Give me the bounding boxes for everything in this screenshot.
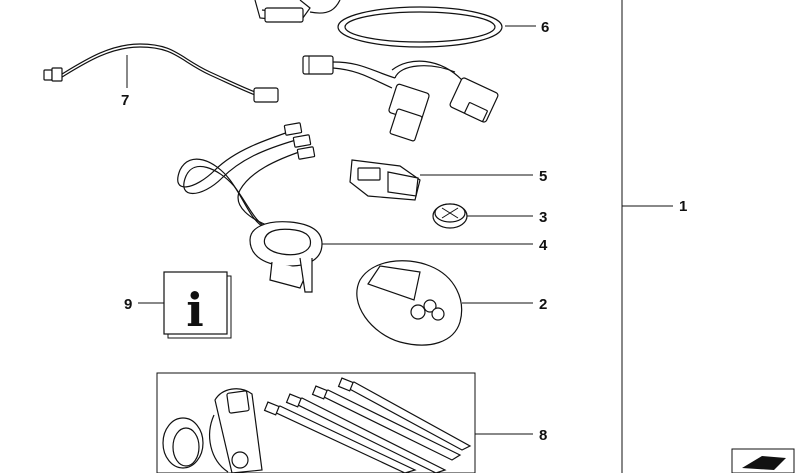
sensor-cable-icon (43, 43, 279, 103)
thumbnail-icon (731, 448, 795, 473)
info-icon: i (138, 271, 232, 339)
callout-5: 5 (539, 168, 547, 185)
connector-block-icon (349, 159, 533, 201)
sensor-holder-icon (177, 122, 533, 293)
callout-3: 3 (539, 209, 547, 226)
callout-7: 7 (121, 92, 129, 109)
callout-2: 2 (539, 296, 547, 313)
connector-icon (302, 55, 499, 142)
callout-4: 4 (539, 237, 548, 254)
info-symbol: i (186, 283, 203, 337)
wiring-harness-icon (254, 0, 536, 48)
battery-icon (432, 203, 533, 229)
callout-6: 6 (541, 19, 549, 36)
callout-9: 9 (124, 296, 132, 313)
cable-tie-icon (156, 372, 533, 473)
display-unit-icon (356, 260, 533, 346)
callout-1: 1 (679, 198, 687, 215)
callout-8: 8 (539, 427, 547, 444)
group-bracket (621, 0, 673, 473)
